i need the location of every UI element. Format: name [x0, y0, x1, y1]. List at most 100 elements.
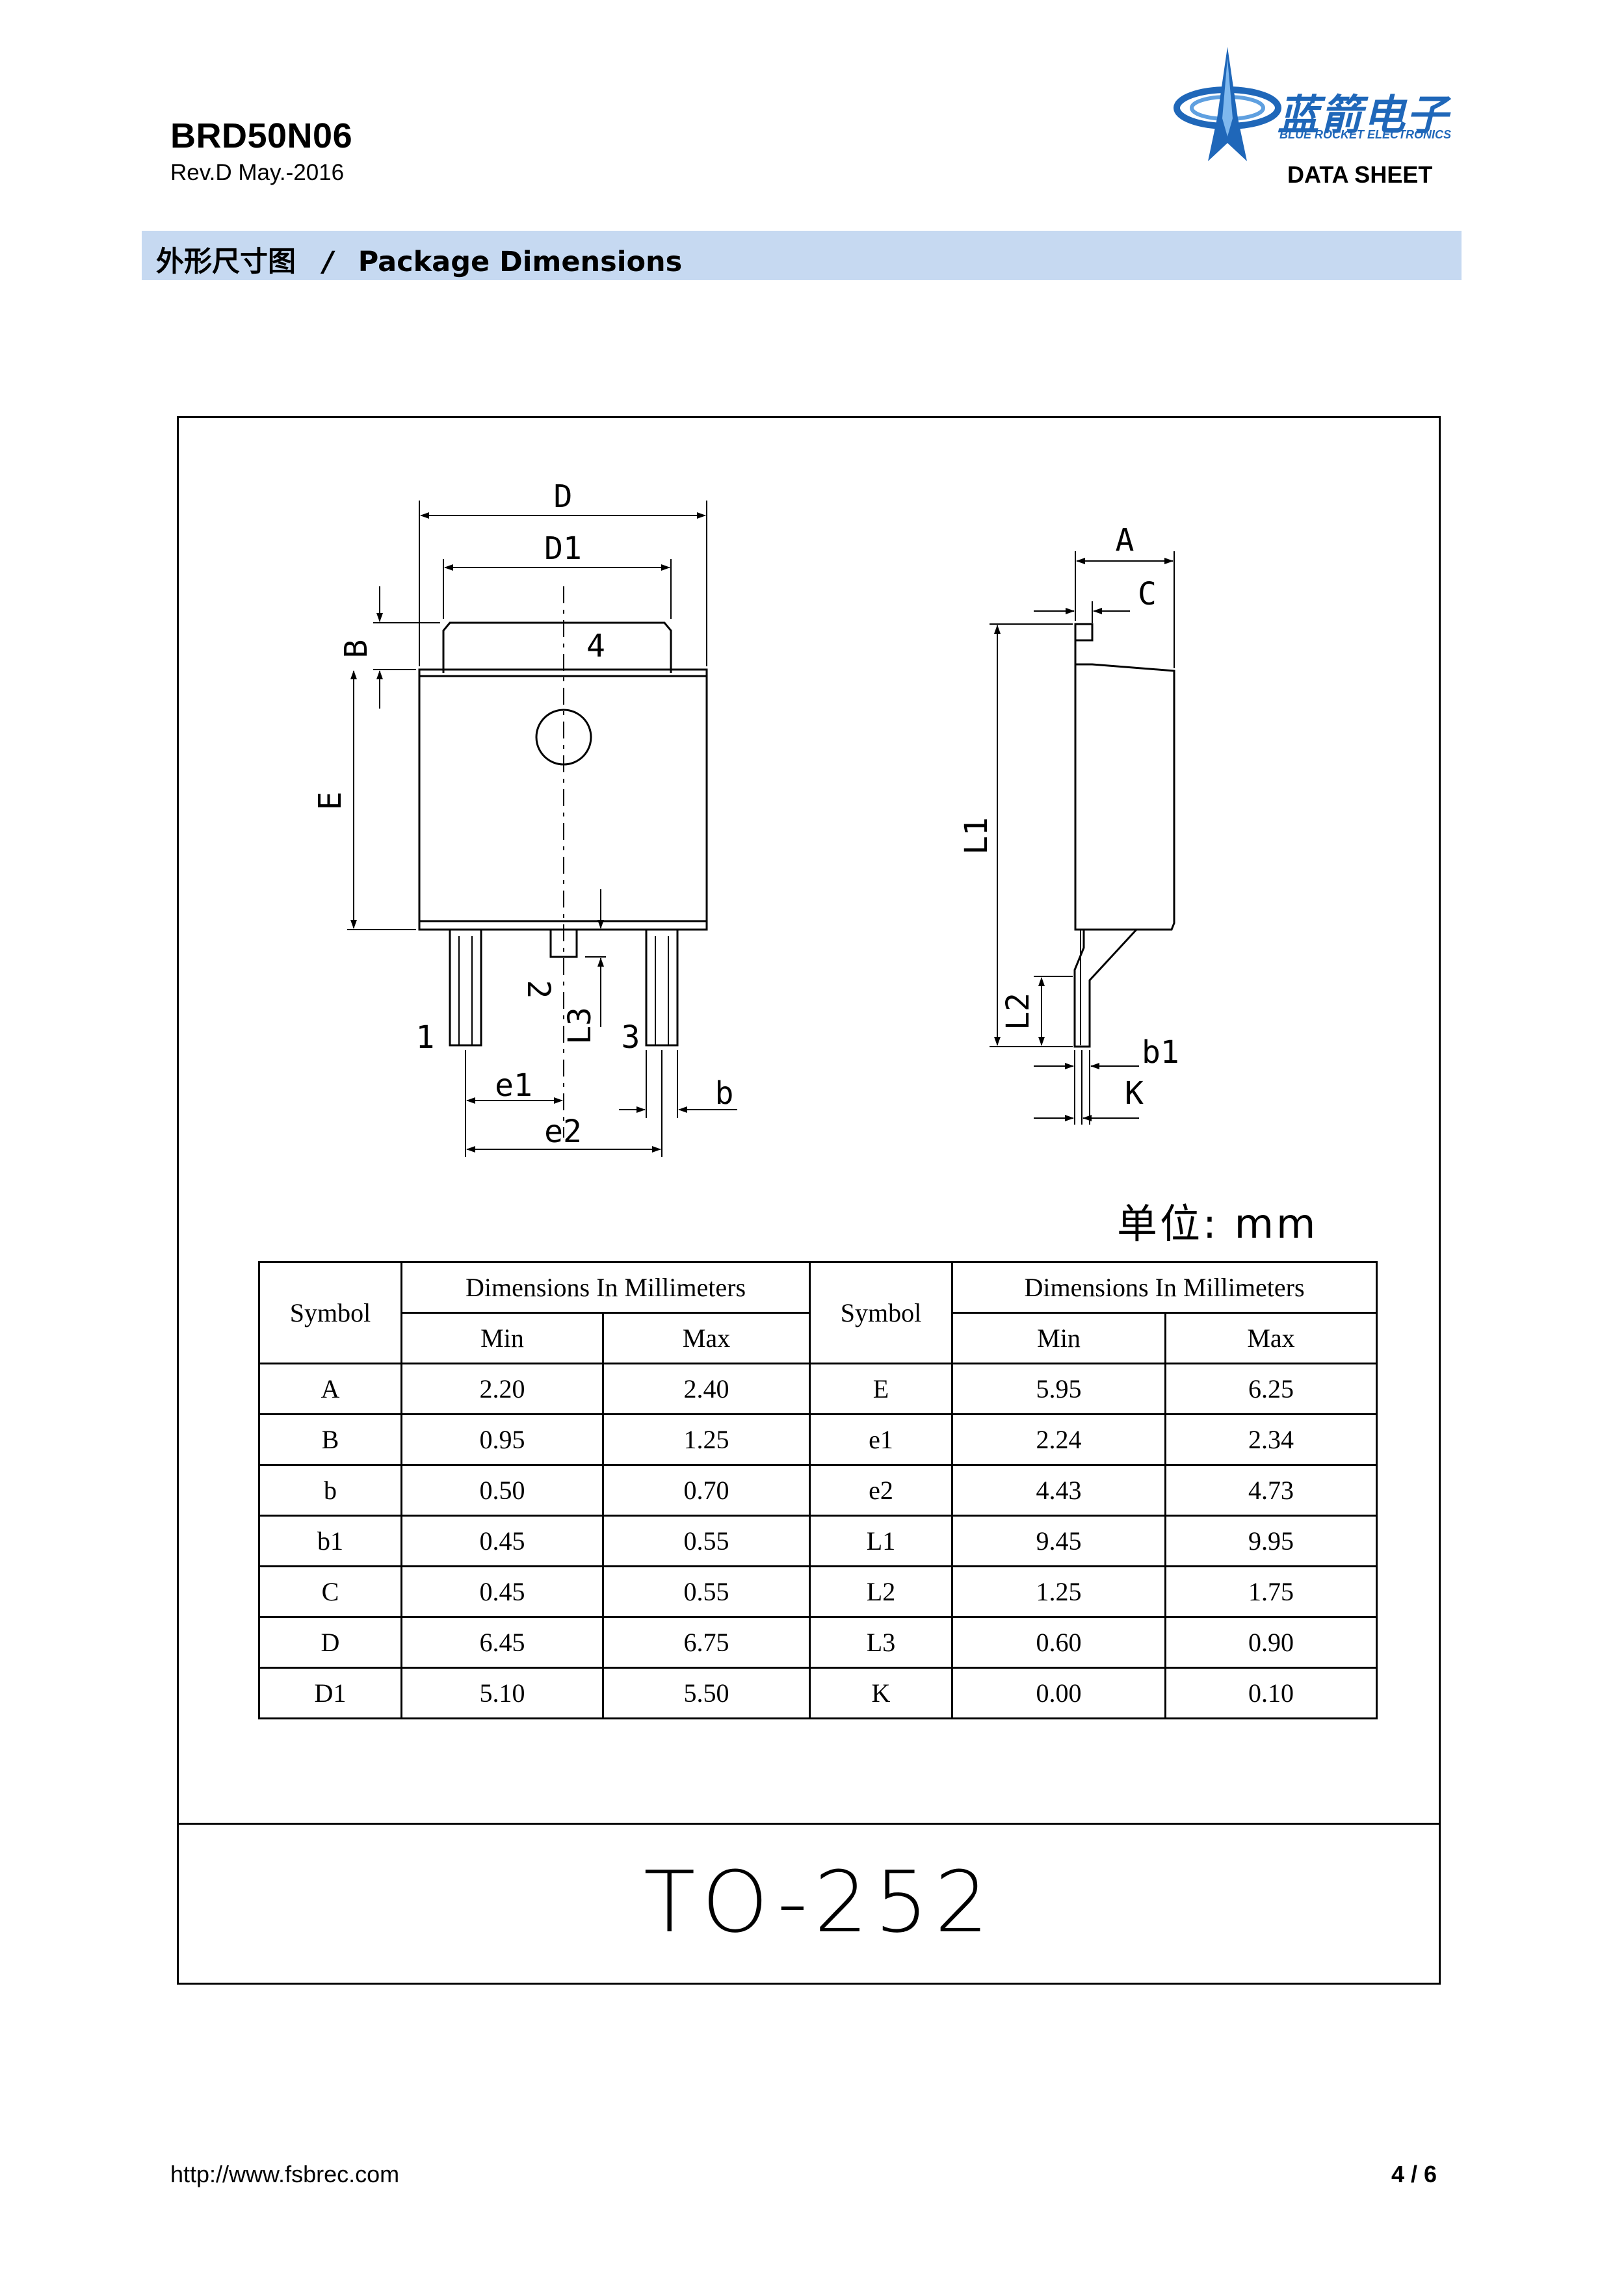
- cell-min: 0.45: [400, 1565, 604, 1618]
- cell-symbol: B: [258, 1413, 402, 1466]
- label-pin1: 1: [416, 1019, 435, 1056]
- cell-max: 0.70: [602, 1464, 811, 1517]
- cell-symbol: E: [809, 1363, 953, 1415]
- label-E: E: [312, 792, 348, 811]
- cell-min: 0.50: [400, 1464, 604, 1517]
- cell-symbol: D: [258, 1616, 402, 1669]
- table-row: D 6.45 6.75 L3 0.60 0.90: [258, 1616, 1378, 1669]
- cell-min: 1.25: [951, 1565, 1166, 1618]
- label-e1: e1: [495, 1067, 532, 1104]
- doc-type-label: DATA SHEET: [1287, 161, 1433, 188]
- label-L3: L3: [562, 1007, 598, 1045]
- header-symbol-right: Symbol: [809, 1261, 953, 1364]
- header-symbol-left: Symbol: [258, 1261, 402, 1364]
- cell-min: 0.95: [400, 1413, 604, 1466]
- header-min-left: Min: [400, 1312, 604, 1364]
- cell-min: 5.95: [951, 1363, 1166, 1415]
- cell-symbol: e2: [809, 1464, 953, 1517]
- cell-symbol: e1: [809, 1413, 953, 1466]
- frame-divider: [177, 1823, 1441, 1825]
- side-body: [1074, 640, 1175, 931]
- table-row: B 0.95 1.25 e1 2.24 2.34: [258, 1413, 1378, 1466]
- package-name: TO-252: [644, 1853, 995, 1951]
- cell-symbol: L1: [809, 1515, 953, 1567]
- cell-min: 2.24: [951, 1413, 1166, 1466]
- table-row: b1 0.45 0.55 L1 9.45 9.95: [258, 1515, 1378, 1567]
- label-D1: D1: [544, 530, 582, 567]
- label-D: D: [554, 478, 573, 515]
- cell-max: 0.55: [602, 1565, 811, 1618]
- brand-name-cn: 蓝箭电子: [1278, 92, 1449, 140]
- dimensions-table: Symbol Dimensions In Millimeters Symbol …: [258, 1261, 1378, 1719]
- cell-min: 0.45: [400, 1515, 604, 1567]
- lead-1: [449, 928, 482, 1047]
- cell-min: 2.20: [400, 1363, 604, 1415]
- label-b: b: [715, 1075, 734, 1112]
- cell-max: 0.55: [602, 1515, 811, 1567]
- brand-name-en: BLUE ROCKET ELECTRONICS: [1279, 128, 1452, 141]
- cell-max: 1.75: [1164, 1565, 1378, 1618]
- cell-symbol: A: [258, 1363, 402, 1415]
- blue-rocket-logo-icon: [1174, 47, 1281, 161]
- table-row: D1 5.10 5.50 K 0.00 0.10: [258, 1667, 1378, 1719]
- label-A: A: [1116, 522, 1134, 558]
- cell-symbol: b: [258, 1464, 402, 1517]
- header-max-right: Max: [1164, 1312, 1378, 1364]
- cell-symbol: b1: [258, 1515, 402, 1567]
- section-separator: /: [323, 246, 334, 278]
- cell-max: 0.90: [1164, 1616, 1378, 1669]
- tab-outline: [442, 621, 672, 673]
- part-number: BRD50N06: [170, 116, 353, 155]
- cell-min: 9.45: [951, 1515, 1166, 1567]
- lead-2-stub: [549, 928, 578, 958]
- cell-symbol: C: [258, 1565, 402, 1618]
- label-K: K: [1125, 1075, 1144, 1112]
- cell-max: 2.40: [602, 1363, 811, 1415]
- section-title-en: Package Dimensions: [358, 246, 683, 278]
- label-pin3: 3: [622, 1019, 640, 1056]
- cell-min: 5.10: [400, 1667, 604, 1719]
- section-bar: [142, 231, 1462, 280]
- label-pin2: 2: [520, 980, 557, 999]
- side-tab: [1074, 623, 1094, 642]
- cell-min: 0.60: [951, 1616, 1166, 1669]
- cell-min: 4.43: [951, 1464, 1166, 1517]
- label-pin4: 4: [586, 628, 605, 664]
- side-lead: [1073, 928, 1138, 1048]
- cell-symbol: K: [809, 1667, 953, 1719]
- label-C: C: [1138, 576, 1157, 612]
- drawing-frame: [177, 416, 1441, 1985]
- label-L2: L2: [1000, 993, 1036, 1030]
- cell-symbol: D1: [258, 1667, 402, 1719]
- revision-text: Rev.D May.-2016: [170, 160, 345, 185]
- cell-max: 1.25: [602, 1413, 811, 1466]
- lead-3: [645, 928, 679, 1047]
- section-title: 外形尺寸图/Package Dimensions: [156, 239, 682, 280]
- table-row: A 2.20 2.40 E 5.95 6.25: [258, 1363, 1378, 1415]
- label-e2: e2: [544, 1114, 582, 1150]
- cell-max: 6.75: [602, 1616, 811, 1669]
- cell-min: 0.00: [951, 1667, 1166, 1719]
- cell-symbol: L3: [809, 1616, 953, 1669]
- cell-max: 6.25: [1164, 1363, 1378, 1415]
- unit-label: 单位: mm: [1117, 1200, 1318, 1247]
- cell-max: 0.10: [1164, 1667, 1378, 1719]
- table-row: C 0.45 0.55 L2 1.25 1.75: [258, 1565, 1378, 1618]
- cell-max: 5.50: [602, 1667, 811, 1719]
- cell-max: 2.34: [1164, 1413, 1378, 1466]
- label-L1: L1: [958, 817, 995, 855]
- label-B: B: [338, 640, 374, 659]
- table-row: b 0.50 0.70 e2 4.43 4.73: [258, 1464, 1378, 1517]
- package-outline-drawing: D D1 B 4 E 2 L3 1 3 e1 e2 b A C L1 L2: [312, 478, 1179, 1157]
- footer-url[interactable]: http://www.fsbrec.com: [170, 2161, 400, 2187]
- cell-max: 4.73: [1164, 1464, 1378, 1517]
- cell-max: 9.95: [1164, 1515, 1378, 1567]
- header-min-right: Min: [951, 1312, 1166, 1364]
- page-number: 4 / 6: [1391, 2161, 1437, 2187]
- header-dims-left: Dimensions In Millimeters: [400, 1261, 811, 1314]
- label-b1: b1: [1142, 1034, 1179, 1071]
- header-max-left: Max: [602, 1312, 811, 1364]
- cell-min: 6.45: [400, 1616, 604, 1669]
- cell-symbol: L2: [809, 1565, 953, 1618]
- header-dims-right: Dimensions In Millimeters: [951, 1261, 1378, 1314]
